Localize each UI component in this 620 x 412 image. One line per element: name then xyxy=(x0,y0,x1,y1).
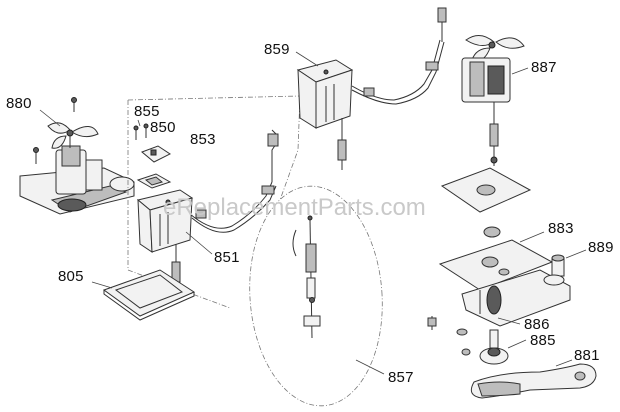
pin-886 xyxy=(427,316,521,336)
arm-881 xyxy=(470,359,597,399)
watermark-text: eReplacementParts.com xyxy=(163,194,426,221)
label-883: 883 xyxy=(548,220,574,237)
label-851: 851 xyxy=(214,249,240,266)
label-880: 880 xyxy=(6,95,32,112)
screw-855 xyxy=(133,119,149,140)
label-887: 887 xyxy=(531,59,557,76)
label-857: 857 xyxy=(388,369,414,386)
label-855: 855 xyxy=(134,103,160,120)
label-805: 805 xyxy=(58,268,84,285)
lower-housing xyxy=(461,269,571,327)
label-886: 886 xyxy=(524,316,550,333)
housing-851 xyxy=(136,129,279,300)
gasket-plate xyxy=(440,167,532,213)
post-889 xyxy=(551,249,587,277)
label-850: 850 xyxy=(150,119,176,136)
label-859: 859 xyxy=(264,41,290,58)
label-885: 885 xyxy=(530,332,556,349)
plate-850 xyxy=(141,145,171,163)
label-881: 881 xyxy=(574,347,600,364)
housing-859 xyxy=(295,7,447,170)
label-853: 853 xyxy=(190,131,216,148)
circled-detail-857 xyxy=(249,185,385,407)
gasket-853 xyxy=(136,173,172,189)
fan-motor-887 xyxy=(461,35,529,166)
base-plate-805 xyxy=(91,269,196,321)
label-889: 889 xyxy=(588,239,614,256)
fan-motor-assembly-880 xyxy=(19,97,135,215)
mounting-plate-883 xyxy=(438,226,554,291)
gear-885 xyxy=(461,329,527,365)
